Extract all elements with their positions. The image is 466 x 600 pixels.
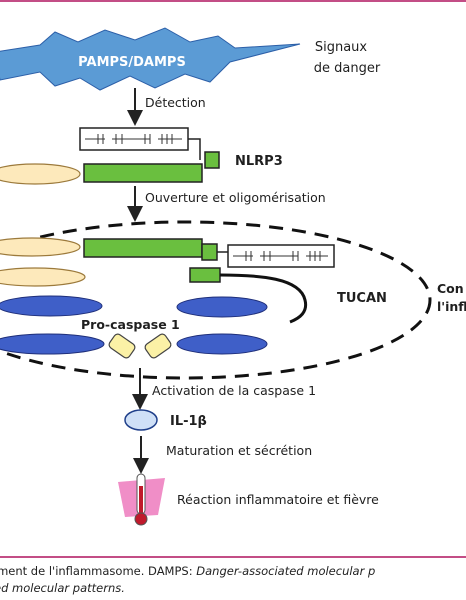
reaction-label: Réaction inflammatoire et fièvre [177,492,379,507]
tucan-card-domain [189,267,221,283]
top-rule [0,0,466,2]
thermometer-icon [118,473,165,526]
complexe-label-line2: l'infl [437,299,466,314]
nacht-domain-open [83,238,203,258]
thermometer-mercury [139,486,143,514]
signaux-label-line2: de danger [314,61,381,76]
caption-line2: ed molecular patterns. [0,581,125,595]
pyd-domain [204,151,220,169]
nlrp3-linker [188,138,201,160]
blue-oval-2 [176,296,268,318]
nlrp3-label: NLRP3 [235,154,283,169]
il1b-oval [124,409,158,431]
lrr-repeats [85,134,182,144]
cream-oval-1 [0,237,81,257]
blue-oval-1 [0,295,103,317]
thermometer-bulb [134,512,148,526]
il1b-label: IL-1β [170,414,207,429]
cream-oval-2 [0,267,86,287]
pamps-damps-burst: PAMPS/DAMPS [0,27,301,91]
detection-label: Détection [145,95,206,110]
pro-caspase-dimer [108,333,172,359]
nlrp3-open [83,238,335,268]
pro-caspase-label: Pro-caspase 1 [81,317,180,332]
pro-caspase-subunit-left [108,333,136,359]
nlrp3-closed [79,127,220,183]
pamps-damps-label: PAMPS/DAMPS [78,55,186,70]
complexe-label-line1: Con [437,281,464,296]
activation-label: Activation de la caspase 1 [152,383,316,398]
lrr-repeats-open [233,251,328,261]
tucan-tail [219,273,308,324]
pyd-domain-open [201,243,218,261]
ouverture-label: Ouverture et oligomérisation [145,190,326,205]
bottom-rule [0,556,466,558]
inflammasome-boundary [0,220,432,380]
nacht-domain [83,163,203,183]
inflammasome-diagram: PAMPS/DAMPS Signaux de danger Détection … [0,27,466,526]
caption-line1-text: ement de l'inflammasome. DAMPS: [0,564,197,578]
caption-line1-italic: Danger-associated molecular p [196,564,376,578]
signaux-label-line1: Signaux [315,40,368,55]
blue-oval-3 [0,333,105,355]
figure-caption: ement de l'inflammasome. DAMPS: Danger-a… [0,555,466,600]
cream-oval-top [0,163,81,185]
danger-star-shape [0,27,301,91]
caption-line1: ement de l'inflammasome. DAMPS: Danger-a… [0,563,375,580]
pro-caspase-subunit-right [144,333,172,359]
maturation-label: Maturation et sécrétion [166,443,312,458]
blue-oval-4 [176,333,268,355]
tucan-label: TUCAN [337,291,387,306]
